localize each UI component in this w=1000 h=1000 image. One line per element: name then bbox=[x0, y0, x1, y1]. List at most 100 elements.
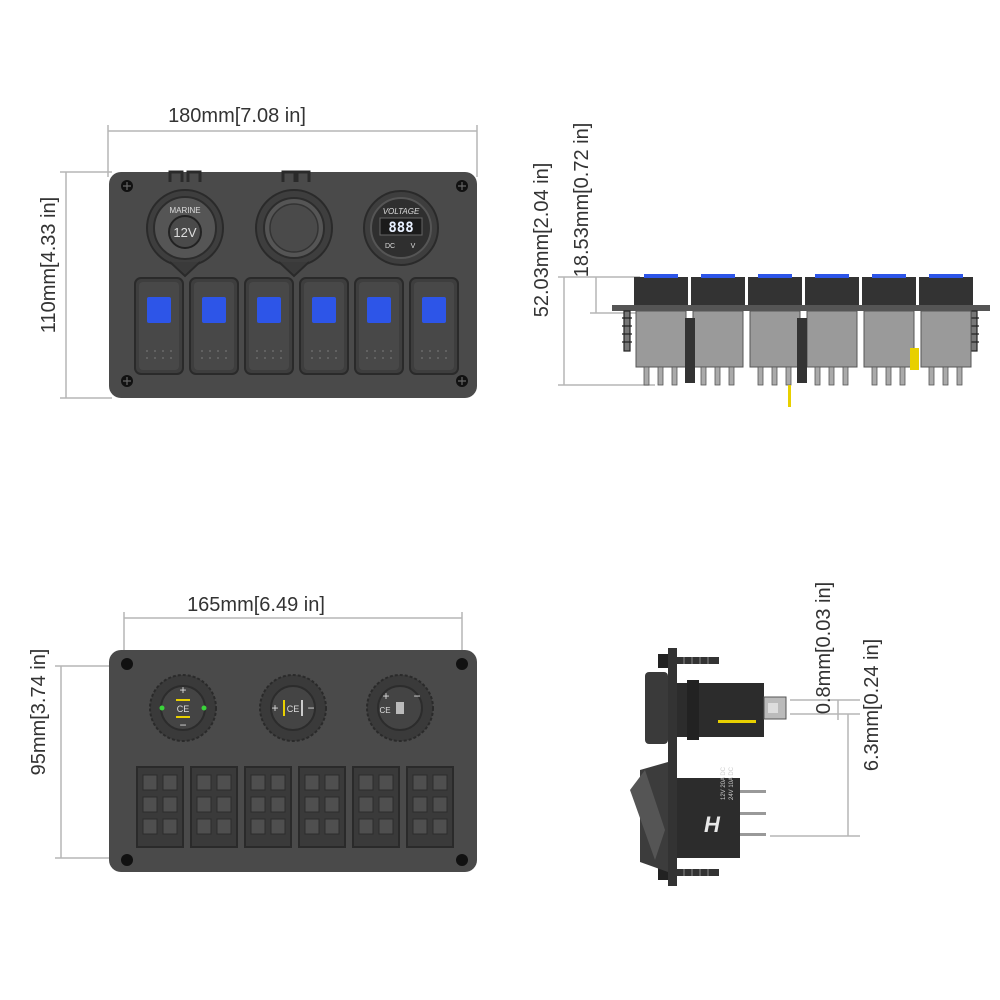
rocker-switch-face bbox=[414, 282, 454, 370]
rocker-switch bbox=[299, 277, 349, 375]
screw-icon bbox=[658, 866, 719, 880]
terminal-accent bbox=[788, 385, 791, 407]
switch-light-icon bbox=[929, 274, 963, 278]
terminal-pin bbox=[671, 366, 678, 386]
dot-marker bbox=[201, 350, 203, 352]
terminal-pin bbox=[142, 818, 158, 835]
side-switch-cap bbox=[691, 277, 745, 305]
dot-marker bbox=[327, 350, 329, 352]
back-socket-right: + − CE bbox=[366, 674, 434, 742]
ce-mark: CE bbox=[177, 704, 190, 714]
dot-marker bbox=[382, 350, 384, 352]
socket-body-side bbox=[797, 318, 807, 383]
dot-marker bbox=[170, 350, 172, 352]
dot-marker bbox=[319, 357, 321, 359]
side-switch bbox=[919, 274, 973, 386]
dot-marker bbox=[272, 357, 274, 359]
rocker-switch-face bbox=[194, 282, 234, 370]
dot-marker bbox=[225, 350, 227, 352]
terminal-pin bbox=[270, 796, 286, 813]
terminal-pin bbox=[432, 774, 448, 791]
terminal-pin bbox=[956, 366, 963, 386]
terminal-pin bbox=[643, 366, 650, 386]
back-height-dimension bbox=[55, 665, 112, 859]
side-switch-housing bbox=[920, 310, 972, 368]
front-view: 180mm[7.08 in] 110mm[4.33 in] MARINE bbox=[38, 105, 478, 399]
terminal-pin bbox=[942, 366, 949, 386]
dot-marker bbox=[217, 357, 219, 359]
side-switch-bodies bbox=[634, 274, 973, 407]
plus-sign: + bbox=[271, 701, 278, 715]
switch-light-icon bbox=[367, 297, 391, 323]
terminal-pin bbox=[304, 818, 320, 835]
socket-label: 12V bbox=[173, 225, 196, 240]
terminal-dimensions bbox=[770, 699, 860, 837]
dot-marker bbox=[264, 357, 266, 359]
rating-line-2: 24V 10A DC bbox=[729, 766, 735, 800]
cigarette-socket-12v: MARINE 12V bbox=[146, 170, 224, 278]
side-panel-edge bbox=[612, 305, 990, 311]
rocker-switch bbox=[409, 277, 459, 375]
screw-icon bbox=[121, 180, 133, 192]
terminal-pin bbox=[270, 818, 286, 835]
terminal-pin bbox=[142, 774, 158, 791]
brand-logo-icon: H bbox=[704, 812, 721, 837]
dot-marker bbox=[445, 350, 447, 352]
dot-marker bbox=[209, 350, 211, 352]
terminal-pin bbox=[142, 796, 158, 813]
dot-marker bbox=[429, 350, 431, 352]
rocker-switch-face bbox=[139, 282, 179, 370]
terminal-pin bbox=[304, 796, 320, 813]
dot-marker bbox=[437, 350, 439, 352]
switch-light-icon bbox=[644, 274, 678, 278]
usb-socket-cap bbox=[255, 170, 333, 278]
terminal-pin bbox=[250, 818, 266, 835]
side-switch-cap bbox=[919, 277, 973, 305]
dot-marker bbox=[225, 357, 227, 359]
dot-marker bbox=[201, 357, 203, 359]
terminal-accent bbox=[910, 348, 919, 370]
screw-icon bbox=[456, 180, 468, 192]
side-switch-cap bbox=[805, 277, 859, 305]
terminal-pin bbox=[412, 796, 428, 813]
dot-marker bbox=[272, 350, 274, 352]
screw-icon bbox=[121, 854, 133, 866]
dot-marker bbox=[429, 357, 431, 359]
terminal-pin bbox=[358, 774, 374, 791]
screw-icon bbox=[622, 310, 632, 352]
terminal-pin bbox=[378, 796, 394, 813]
voltmeter-right-label: V bbox=[411, 243, 416, 250]
terminal-thickness-label: 0.8mm[0.03 in] bbox=[813, 582, 835, 714]
terminal-pin bbox=[412, 774, 428, 791]
side-switch bbox=[691, 274, 745, 386]
terminal-pin bbox=[324, 796, 340, 813]
terminal-pin bbox=[378, 774, 394, 791]
rocker-switch bbox=[354, 277, 404, 375]
terminal-pin bbox=[871, 366, 878, 386]
side-switch-housing bbox=[863, 310, 915, 368]
terminal-pin bbox=[728, 366, 735, 386]
back-socket-middle: + CE − bbox=[259, 674, 327, 742]
dot-marker bbox=[327, 357, 329, 359]
dot-marker bbox=[437, 357, 439, 359]
detail-panel-edge bbox=[668, 648, 677, 886]
back-switch bbox=[136, 766, 184, 848]
terminal-pin bbox=[324, 818, 340, 835]
minus-sign: − bbox=[307, 701, 314, 715]
socket-side-body bbox=[645, 672, 787, 744]
terminal-pin bbox=[899, 366, 906, 386]
back-view: 165mm[6.49 in] 95mm[3.74 in] + − CE + bbox=[28, 594, 477, 872]
terminal-pin bbox=[216, 818, 232, 835]
rocker-switch-face bbox=[249, 282, 289, 370]
back-width-dimension bbox=[123, 612, 463, 655]
terminal-pin bbox=[828, 366, 835, 386]
side-switch-cap bbox=[634, 277, 688, 305]
terminal-pin bbox=[196, 796, 212, 813]
rocker-switch bbox=[134, 277, 184, 375]
ce-mark: CE bbox=[287, 704, 300, 714]
dot-marker bbox=[374, 350, 376, 352]
screw-icon bbox=[121, 375, 133, 387]
dot-marker bbox=[335, 350, 337, 352]
side-view: 52.03mm[2.04 in] 18.53mm[0.72 in] bbox=[531, 123, 990, 407]
terminal-pin bbox=[250, 774, 266, 791]
